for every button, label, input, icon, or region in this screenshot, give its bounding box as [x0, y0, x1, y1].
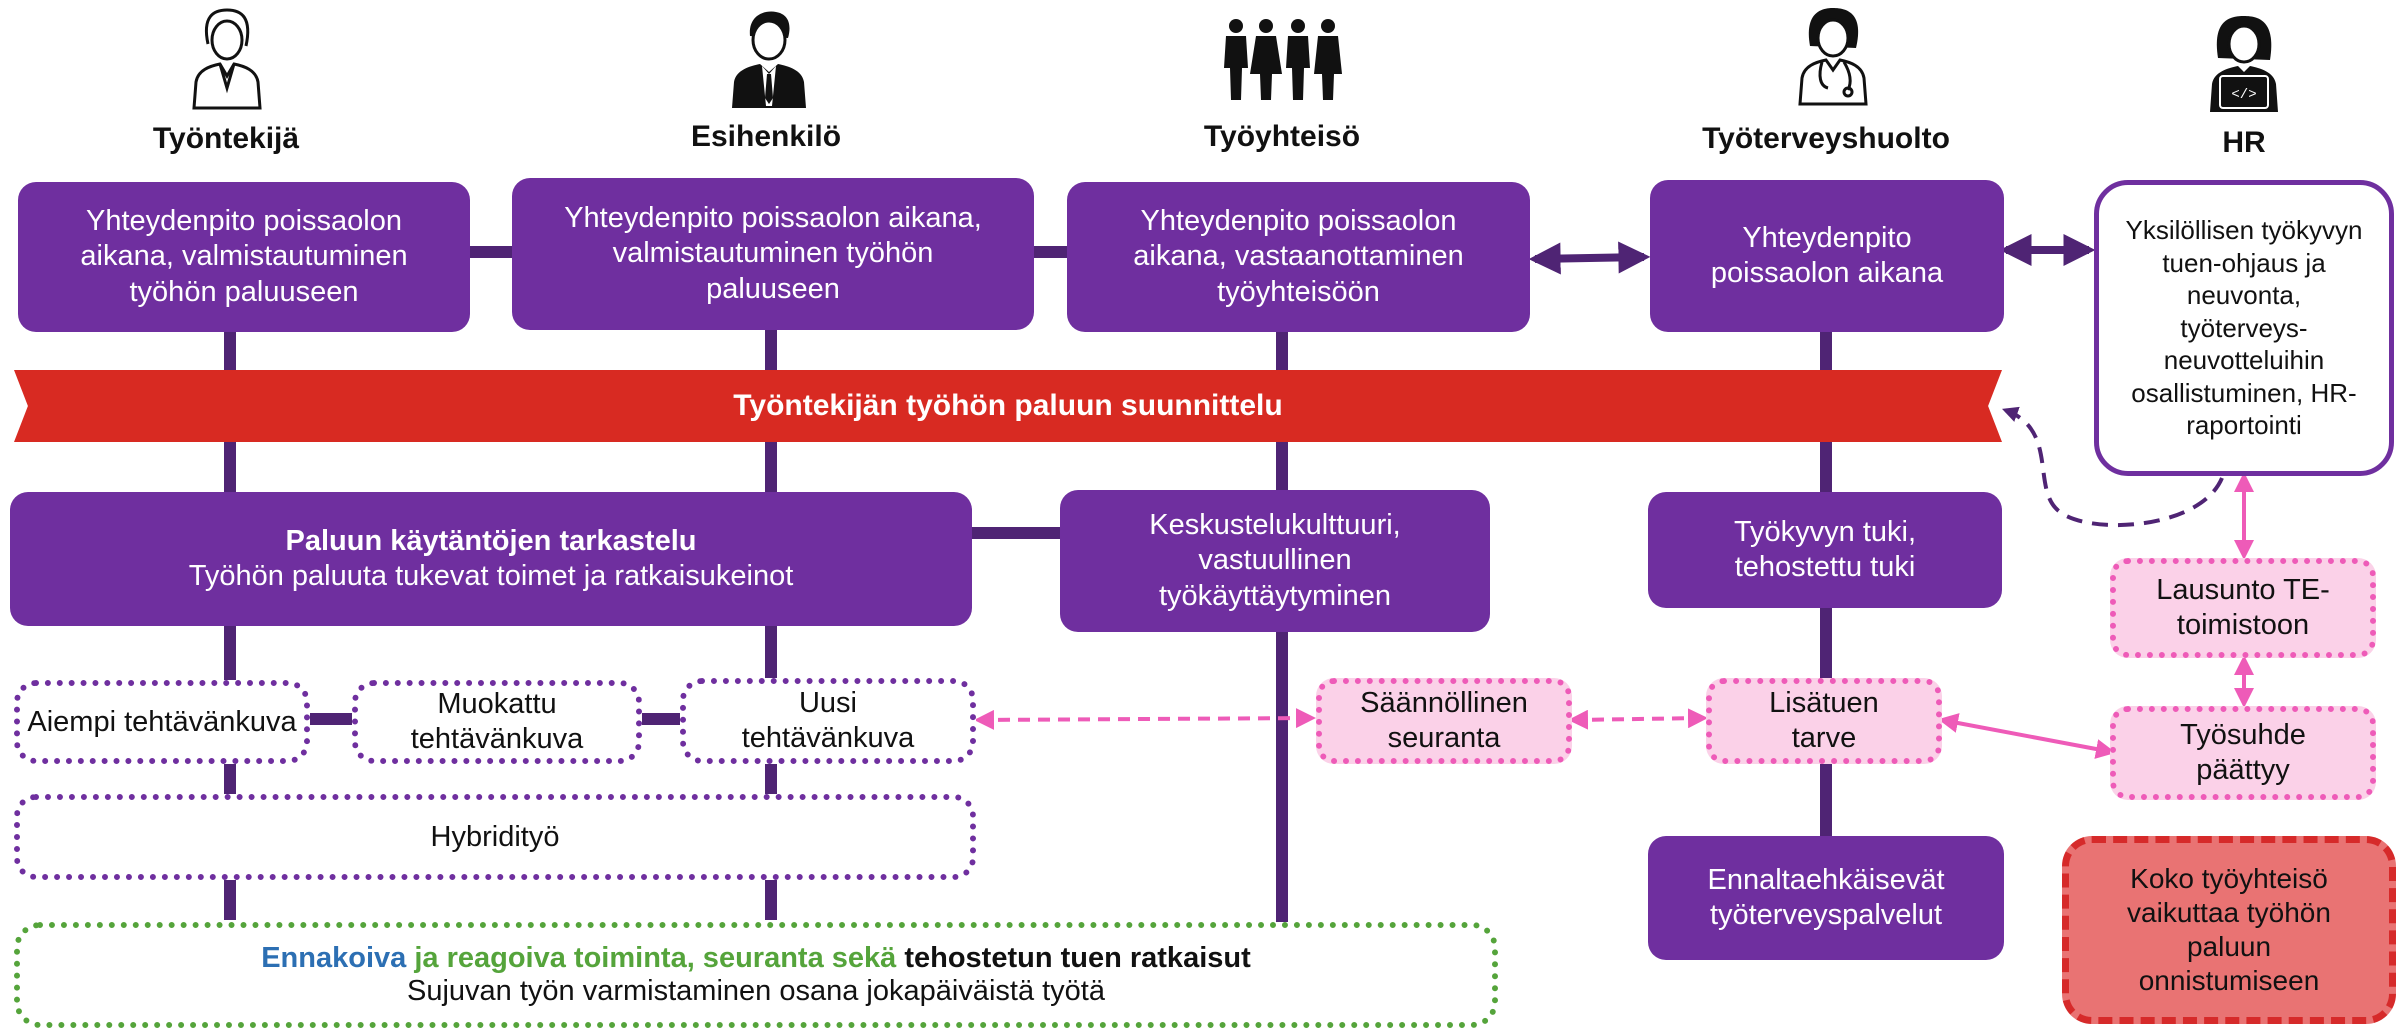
oh-contact-box: Yhteydenpito poissaolon aikana: [1650, 180, 2004, 332]
practices-culture-connector: [968, 527, 1062, 539]
regular-followup-box: Säännöllinen seuranta: [1316, 678, 1572, 764]
hr-box: Yksilöllisen työkyvyn tuen-ohjaus ja neu…: [2094, 180, 2394, 476]
community-contact-box: Yhteydenpito poissaolon aikana, vastaano…: [1067, 182, 1530, 332]
extra-support-box: Lisätuen tarve: [1706, 678, 1942, 764]
role-hr: HR: [2222, 126, 2266, 159]
previous-job-box: Aiempi tehtävänkuva: [14, 680, 310, 764]
role-community: Työyhteisö: [1203, 120, 1361, 153]
job-followup-arrow: [974, 708, 1316, 730]
practices-subtitle: Työhön paluuta tukevat toimet ja ratkais…: [188, 560, 794, 592]
job-connector-2: [640, 713, 680, 725]
role-supervisor: Esihenkilö: [690, 120, 842, 153]
role-occupational-health: Työterveyshuolto: [1702, 122, 1950, 155]
proactive-subtitle: Sujuvan työn varmistaminen osana jokapäi…: [407, 975, 1105, 1007]
supervisor-contact-box: Yhteydenpito poissaolon aikana, valmista…: [512, 178, 1034, 330]
proactive-title-part2: ja reagoiva toiminta, seuranta sekä: [406, 942, 897, 974]
businessman-icon: [732, 11, 806, 108]
preventive-services-box: Ennaltaehkäisevät työterveyspalvelut: [1648, 836, 2004, 960]
community-oh-arrow: [1528, 241, 1651, 275]
culture-box: Keskustelukulttuuri, vastuullinen työkäy…: [1060, 490, 1490, 632]
group-icon: [1224, 19, 1342, 100]
planning-banner: Työntekijän työhön paluun suunnittelu: [14, 370, 2002, 442]
work-ability-support-box: Työkyvyn tuki, tehostettu tuki: [1648, 492, 2002, 608]
job-connector-1: [306, 713, 356, 725]
new-job-box: Uusi tehtävänkuva: [680, 678, 976, 764]
practices-title: Paluun käytäntöjen tarkastelu: [285, 524, 697, 557]
employment-ends-box: Työsuhde päättyy: [2110, 706, 2376, 800]
svg-text:</>: </>: [2231, 87, 2256, 103]
woman-icon: [192, 8, 262, 110]
modified-job-box: Muokattu tehtävänkuva: [352, 680, 642, 764]
community-impact-box: Koko työyhteisö vaikuttaa työhön paluun …: [2062, 836, 2396, 1024]
followup-extra-arrow: [1568, 708, 1708, 730]
doctor-icon: [1798, 8, 1868, 106]
proactive-title-part3: tehostetun tuen ratkaisut: [896, 942, 1251, 974]
proactive-title: Ennakoiva ja reagoiva toiminta, seuranta…: [261, 942, 1251, 975]
proactive-action-box: Ennakoiva ja reagoiva toiminta, seuranta…: [14, 922, 1498, 1028]
statement-te-box: Lausunto TE-toimistoon: [2110, 558, 2376, 658]
employee-contact-box: Yhteydenpito poissaolon aikana, valmista…: [18, 182, 470, 332]
role-employee: Työntekijä: [152, 122, 300, 155]
developer-icon: </>: [2210, 16, 2278, 112]
extra-ends-arrow: [1938, 713, 2116, 759]
top-connector-2: [1033, 246, 1067, 258]
hybrid-work-box: Hybridityö: [14, 794, 976, 880]
proactive-title-part1: Ennakoiva: [261, 942, 407, 974]
top-connector-1: [470, 246, 512, 258]
practices-box: Paluun käytäntöjen tarkastelu Työhön pal…: [10, 492, 972, 626]
